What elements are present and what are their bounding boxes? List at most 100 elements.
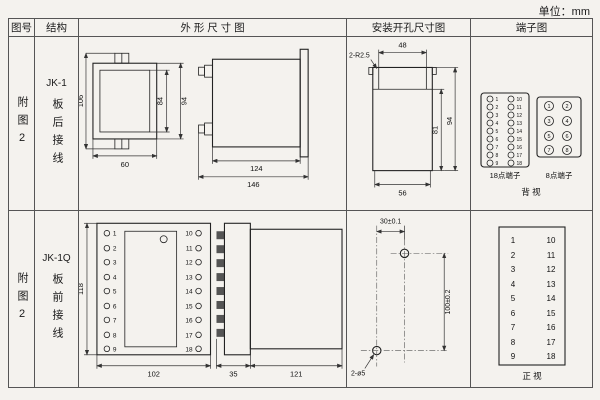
terminal-block-8: 1 2 3 4 5 6 7 8 <box>536 95 582 158</box>
row1-structure-cell: JK-1 板后接线 <box>35 37 79 211</box>
pin-label: 6 <box>565 134 568 140</box>
dim-label-94: 94 <box>180 96 189 104</box>
pin-label: 11 <box>547 251 556 260</box>
pin-label: 5 <box>496 129 499 135</box>
pin-label: 5 <box>511 294 516 303</box>
row1-side-view: 124 146 <box>197 48 309 188</box>
row2-holes-view: 30±0.1 100±0.2 2-ø5 <box>351 219 452 378</box>
pin-label: 1 <box>113 231 117 238</box>
row2-fig-no: 附图2 <box>16 271 28 327</box>
pin-label: 14 <box>547 294 556 303</box>
pin-label: 18 <box>547 352 556 361</box>
dim-label-56: 56 <box>398 188 406 197</box>
pin-label: 7 <box>547 148 550 154</box>
pin-label: 2 <box>113 246 117 253</box>
row2-terminal-cell: 1 2 3 4 5 6 7 8 9 10 11 12 13 14 15 16 1 <box>471 211 592 387</box>
row2-structure-cell: JK-1Q 板前接线 <box>35 211 79 387</box>
pin-label: 5 <box>113 289 117 296</box>
row2-model: JK-1Q <box>42 253 71 264</box>
row1-outline-drawing: 106 84 94 60 <box>79 48 309 188</box>
pin-label: 9 <box>511 352 516 361</box>
terminal-18-label: 18点端子 <box>490 170 521 180</box>
pin-label: 7 <box>511 323 516 332</box>
pin-label: 10 <box>517 97 523 103</box>
row1-install-drawing: 2-R2.5 48 81 94 <box>349 40 459 197</box>
dim-label-121: 121 <box>290 370 302 379</box>
terminal-8-label: 8点端子 <box>546 170 573 180</box>
header-fig-no-label: 图号 <box>11 22 32 34</box>
pin-label: 17 <box>547 338 556 347</box>
pin-label: 2 <box>511 251 516 260</box>
pin-label: 17 <box>185 332 193 339</box>
dim-label-118: 118 <box>79 283 85 295</box>
pin-label: 8 <box>511 338 516 347</box>
header-outline: 外 形 尺 寸 图 <box>79 19 347 37</box>
dim-label-146: 146 <box>247 179 259 188</box>
pin-label: 4 <box>113 275 117 282</box>
pin-label: 15 <box>547 309 556 318</box>
terminal-table: 1 2 3 4 5 6 7 8 9 10 11 12 13 14 15 16 1 <box>498 226 566 366</box>
dim-label-35: 35 <box>229 370 237 379</box>
pin-label: 14 <box>517 129 523 135</box>
pin-label: 6 <box>511 309 516 318</box>
header-outline-label: 外 形 尺 寸 图 <box>180 22 245 34</box>
dimension-table: 图号 结构 外 形 尺 寸 图 安装开孔尺寸图 端子图 附图2 JK-1 板后接… <box>8 18 593 388</box>
terminal-block-18: 1 2 3 4 5 6 7 8 9 10 11 12 13 14 15 16 1 <box>480 91 530 168</box>
row1-outline-cell: 106 84 94 60 <box>79 37 347 211</box>
header-terminal: 端子图 <box>471 19 592 37</box>
front-view-label: 正 视 <box>522 371 542 381</box>
dim-label-100: 100±0.2 <box>445 289 452 314</box>
row2-terminal-drawing: 1 2 3 4 5 6 7 8 9 10 11 12 13 14 15 16 1 <box>498 226 566 381</box>
pin-label: 13 <box>517 121 523 127</box>
row2-install-cell: 30±0.1 100±0.2 2-ø5 <box>347 211 471 387</box>
pin-label: 18 <box>517 161 523 167</box>
row1-cutout-view: 2-R2.5 48 81 94 <box>349 40 459 197</box>
pin-label: 9 <box>496 161 499 167</box>
pin-label: 9 <box>113 346 117 353</box>
pin-label: 11 <box>186 246 193 253</box>
header-install: 安装开孔尺寸图 <box>347 19 471 37</box>
header-fig-no: 图号 <box>9 19 35 37</box>
dim-label-102: 102 <box>147 370 159 379</box>
header-structure: 结构 <box>35 19 79 37</box>
row1-front-view: 106 84 94 60 <box>79 52 189 168</box>
pin-label: 16 <box>185 317 193 324</box>
pin-label: 5 <box>547 134 550 140</box>
row1-terminal-drawing: 1 2 3 4 5 6 7 8 9 10 11 12 13 14 15 16 1 <box>480 91 582 197</box>
dim-label-81: 81 <box>430 125 439 133</box>
pin-label: 3 <box>547 119 550 125</box>
dim-label-30: 30±0.1 <box>380 219 401 226</box>
pin-label: 8 <box>113 332 117 339</box>
pin-label: 7 <box>113 317 117 324</box>
pin-label: 4 <box>496 121 499 127</box>
note-radius: 2-R2.5 <box>349 52 370 59</box>
dim-label-94b: 94 <box>445 116 454 124</box>
pin-label: 2 <box>496 105 499 111</box>
pin-label: 3 <box>496 113 499 119</box>
pin-label: 12 <box>517 113 523 119</box>
pin-label: 14 <box>185 289 193 296</box>
pin-label: 1 <box>511 236 516 245</box>
pin-label: 6 <box>496 137 499 143</box>
pin-label: 7 <box>496 145 499 151</box>
header-structure-label: 结构 <box>46 22 67 34</box>
pin-label: 11 <box>517 105 522 111</box>
pin-label: 13 <box>547 280 556 289</box>
pin-label: 2 <box>565 104 568 110</box>
header-terminal-label: 端子图 <box>515 22 548 34</box>
pin-label: 4 <box>511 280 516 289</box>
rear-view-label: 背 视 <box>521 187 541 197</box>
pin-label: 18 <box>185 346 193 353</box>
pin-label: 6 <box>113 303 117 310</box>
row1-wiring: 板后接线 <box>51 97 63 170</box>
pin-label: 1 <box>496 97 499 103</box>
dim-label-106: 106 <box>79 94 85 106</box>
row2-outline-cell: 1 2 3 4 5 6 7 8 9 10 11 12 13 14 15 16 <box>79 211 347 387</box>
row1-fig-no: 附图2 <box>16 96 28 151</box>
pin-label: 10 <box>547 236 556 245</box>
row2-wiring: 板前接线 <box>51 273 63 345</box>
pin-label: 15 <box>517 137 523 143</box>
pin-label: 12 <box>185 260 193 267</box>
pin-label: 3 <box>511 265 516 274</box>
